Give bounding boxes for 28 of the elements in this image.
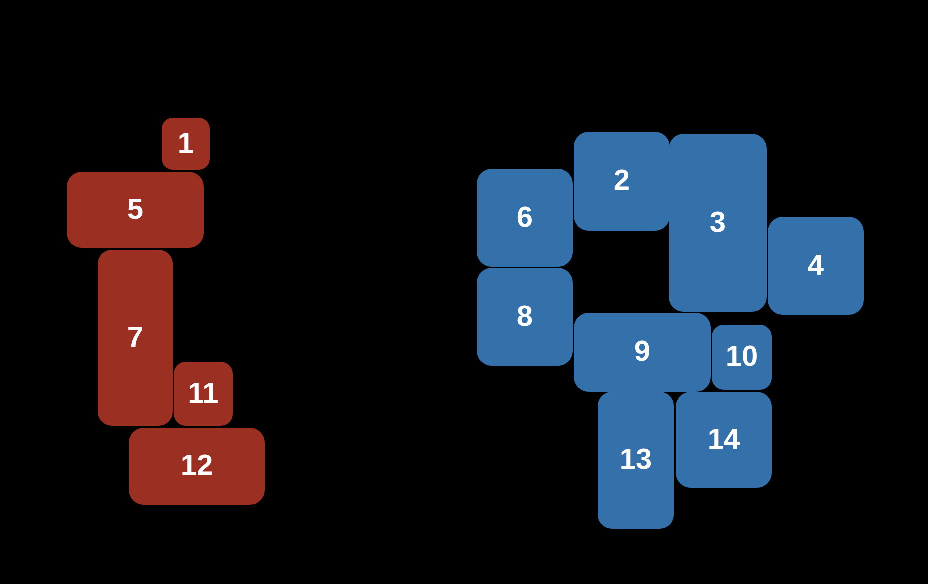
tile-number: 2 (614, 167, 630, 196)
rounded-tile (574, 313, 711, 392)
rounded-tile (477, 268, 573, 366)
tile-number: 4 (808, 252, 824, 280)
tile-number: 12 (180, 452, 214, 481)
rounded-tile (162, 118, 210, 170)
rounded-tile (574, 132, 670, 231)
rounded-tile (98, 250, 173, 426)
tile-number: 1 (178, 130, 194, 158)
rounded-tile (67, 172, 204, 248)
rounded-tile (676, 392, 772, 488)
tile-number: 8 (516, 302, 534, 332)
tile-number: 11 (188, 380, 219, 408)
rounded-tile (768, 217, 864, 315)
tile-number: 9 (634, 338, 651, 367)
tile-number: 3 (710, 208, 726, 238)
rounded-tile (129, 428, 265, 505)
rounded-tile (669, 134, 767, 312)
rounded-tile (174, 362, 233, 426)
tile-number: 14 (708, 426, 740, 454)
tile-number: 7 (127, 324, 144, 352)
tile-number: 13 (620, 446, 652, 475)
tile-number: 5 (127, 196, 144, 224)
tile-number: 10 (726, 343, 758, 372)
rounded-tile (712, 325, 772, 390)
rounded-tile (598, 392, 674, 529)
tile-number: 6 (516, 204, 534, 232)
rounded-tile (477, 169, 573, 267)
